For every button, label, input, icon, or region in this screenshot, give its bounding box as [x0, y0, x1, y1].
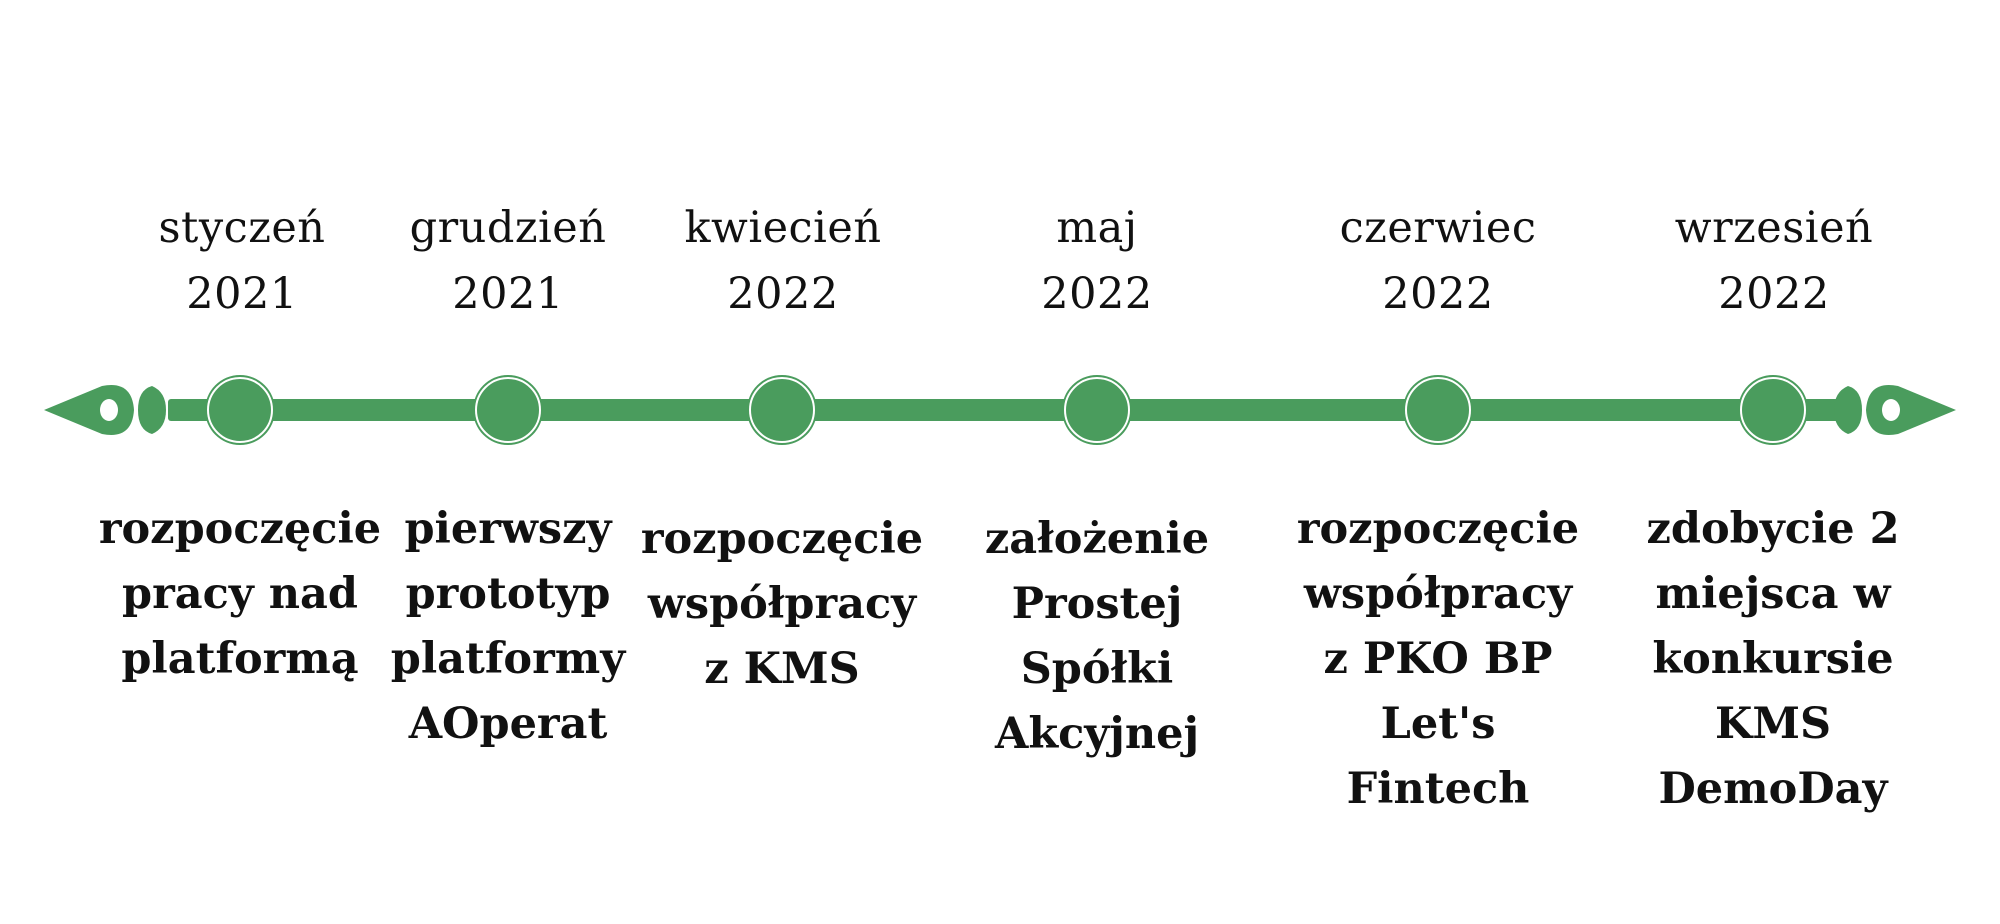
milestone-date: czerwiec 2022	[1323, 195, 1553, 327]
left-oval-ornament	[138, 386, 166, 434]
right-arrow-ornament	[1866, 385, 1956, 435]
milestone-node-gap	[749, 377, 815, 443]
milestone-date: grudzień 2021	[393, 195, 623, 327]
milestone-month: styczeń	[158, 203, 326, 253]
milestone-month: kwiecień	[684, 203, 882, 253]
milestone-month: czerwiec	[1339, 203, 1537, 253]
right-arrow-hole	[1882, 399, 1900, 421]
left-arrow-hole	[100, 399, 118, 421]
milestone-month: wrzesień	[1674, 203, 1874, 253]
milestone-event: rozpoczęcie współpracy z PKO BP Let's Fi…	[1296, 504, 1580, 814]
milestone-year: 2021	[186, 269, 298, 319]
milestone-year: 2022	[1382, 269, 1494, 319]
left-arrow-ornament	[44, 385, 134, 435]
milestone-node	[1067, 380, 1127, 440]
milestone-event: zdobycie 2 miejsca w konkursie KMS DemoD…	[1646, 504, 1900, 814]
milestone-node-gap	[1740, 377, 1806, 443]
milestone-event: pierwszy prototyp platformy AOperat	[390, 504, 626, 749]
milestone-date: wrzesień 2022	[1659, 195, 1889, 327]
milestone-node	[210, 380, 270, 440]
right-oval-ornament	[1834, 386, 1862, 434]
milestone-node	[1743, 380, 1803, 440]
milestone-node	[478, 380, 538, 440]
milestone-node	[1408, 380, 1468, 440]
milestone-year: 2022	[727, 269, 839, 319]
milestone-node-gap	[475, 377, 541, 443]
milestone-date: styczeń 2021	[127, 195, 357, 327]
milestone-year: 2022	[1718, 269, 1830, 319]
milestone-node-gap	[1405, 377, 1471, 443]
milestone-node-gap	[207, 377, 273, 443]
milestone-year: 2021	[452, 269, 564, 319]
milestone-event: rozpoczęcie współpracy z KMS	[640, 514, 924, 694]
milestone-event: rozpoczęcie pracy nad platformą	[98, 504, 382, 684]
milestone-month: grudzień	[409, 203, 607, 253]
milestone-month: maj	[1056, 203, 1138, 253]
milestone-date: kwiecień 2022	[668, 195, 898, 327]
milestone-event: założenie Prostej Spółki Akcyjnej	[984, 514, 1210, 759]
timeline-bar	[168, 399, 1840, 421]
timeline-nodes	[205, 375, 1808, 445]
milestone-node	[752, 380, 812, 440]
milestone-date: maj 2022	[982, 195, 1212, 327]
milestone-node-gap	[1064, 377, 1130, 443]
milestone-year: 2022	[1041, 269, 1153, 319]
